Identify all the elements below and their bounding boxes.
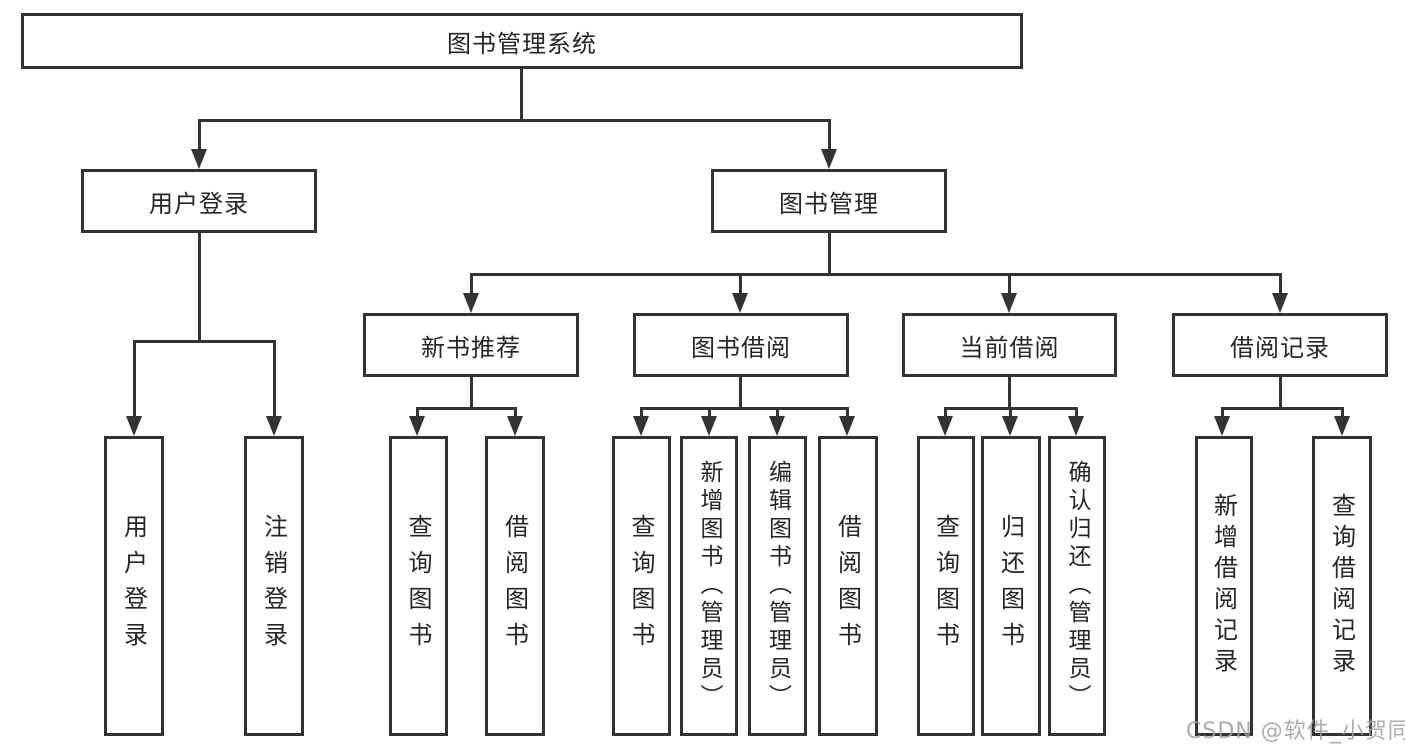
arrow-down-icon [701, 416, 717, 436]
leaf-label: 借阅图书 [500, 514, 529, 658]
node-label: 用户登录 [149, 189, 249, 218]
leaf-label: 借阅图书 [833, 514, 862, 658]
connector-leaf-drop [708, 407, 711, 420]
leaf-label: 确认归还（管理员） [1064, 460, 1090, 712]
arrow-down-icon [409, 416, 425, 436]
connector-root-stub [520, 69, 523, 119]
node-label: 新书推荐 [421, 333, 521, 362]
connector-to-current-borrow [1008, 273, 1011, 297]
connector-to-user-login [198, 119, 201, 153]
arrow-down-icon [1001, 293, 1017, 313]
connector-to-borrow-records [1279, 273, 1282, 297]
connector-leaf-drop [640, 407, 643, 420]
leaf-add-book-admin: 新增图书（管理员） [680, 436, 738, 736]
leaf-query-borrow-record: 查询借阅记录 [1312, 436, 1372, 736]
connector-borrow-records-stub [1279, 377, 1282, 407]
connector-to-new-book [470, 273, 473, 297]
connector-book-mgmt-stub [828, 233, 831, 273]
arrow-down-icon [1002, 416, 1018, 436]
leaf-label: 查询图书 [404, 514, 432, 658]
arrow-down-icon [937, 416, 953, 436]
connector-leaf-drop [776, 407, 779, 420]
leaf-label: 查询图书 [627, 514, 655, 658]
leaf-borrow-book: 借阅图书 [818, 436, 878, 736]
leaf-label: 注销登录 [259, 514, 288, 658]
arrow-down-icon [191, 149, 207, 169]
node-borrow-records: 借阅记录 [1172, 313, 1388, 377]
leaf-recommend-query-book: 查询图书 [389, 436, 448, 736]
connector-book-mgmt-rail [470, 273, 1281, 276]
connector-book-borrow-stub [739, 377, 742, 407]
arrow-down-icon [126, 416, 142, 436]
arrow-down-icon [1334, 416, 1350, 436]
connector-to-leaf-logout [273, 340, 276, 420]
arrow-down-icon [839, 416, 855, 436]
arrow-down-icon [769, 416, 785, 436]
connector-leaf-drop [846, 407, 849, 420]
leaf-label: 查询借阅记录 [1327, 493, 1356, 679]
connector-leaf-drop [1075, 407, 1078, 420]
leaf-label: 归还图书 [996, 514, 1025, 658]
node-book-borrow: 图书借阅 [633, 313, 849, 377]
arrow-down-icon [266, 416, 282, 436]
connector-leaf-drop [944, 407, 947, 420]
connector-leaf-drop [1221, 407, 1224, 420]
arrow-down-icon [1214, 416, 1230, 436]
node-label: 借阅记录 [1230, 333, 1330, 362]
leaf-label: 新增借阅记录 [1209, 493, 1238, 679]
connector-current-borrow-stub [1008, 377, 1011, 407]
node-label: 当前借阅 [959, 333, 1060, 362]
node-root-system: 图书管理系统 [21, 13, 1023, 69]
watermark-text: CSDN @软件_小贺同学 [1186, 719, 1405, 744]
connector-to-book-borrow [739, 273, 742, 297]
arrow-down-icon [821, 149, 837, 169]
connector-book-borrow-rail [640, 407, 849, 410]
arrow-down-icon [463, 293, 479, 313]
leaf-confirm-return-admin: 确认归还（管理员） [1048, 436, 1106, 736]
connector-borrow-records-rail [1221, 407, 1343, 410]
connector-l1-rail [198, 119, 831, 122]
node-label: 图书管理系统 [447, 29, 597, 58]
connector-leaf-drop [416, 407, 419, 420]
node-book-management: 图书管理 [711, 169, 947, 233]
leaf-label: 新增图书（管理员） [696, 460, 722, 712]
leaf-label: 用户登录 [119, 514, 148, 658]
connector-to-book-mgmt [828, 119, 831, 153]
arrow-down-icon [507, 416, 523, 436]
leaf-logout: 注销登录 [244, 436, 304, 736]
connector-user-login-rail [133, 340, 276, 343]
node-label: 图书管理 [779, 189, 879, 218]
node-current-borrow: 当前借阅 [902, 313, 1117, 377]
connector-leaf-drop [1341, 407, 1344, 420]
arrow-down-icon [1272, 293, 1288, 313]
arrow-down-icon [1068, 416, 1084, 436]
connector-new-book-stub [470, 377, 473, 407]
leaf-current-query-book: 查询图书 [917, 436, 975, 736]
leaf-add-borrow-record: 新增借阅记录 [1195, 436, 1253, 736]
connector-new-book-rail [416, 407, 517, 410]
connector-to-leaf-user-login [133, 340, 136, 420]
arrow-down-icon [732, 293, 748, 313]
node-user-login: 用户登录 [81, 169, 317, 233]
node-new-book-recommend: 新书推荐 [363, 313, 579, 377]
leaf-user-login: 用户登录 [104, 436, 164, 736]
leaf-borrow-query-book: 查询图书 [612, 436, 671, 736]
node-label: 图书借阅 [691, 333, 791, 362]
leaf-edit-book-admin: 编辑图书（管理员） [748, 436, 807, 736]
connector-leaf-drop [514, 407, 517, 420]
connector-user-login-stub [198, 233, 201, 340]
arrow-down-icon [633, 416, 649, 436]
leaf-recommend-borrow-book: 借阅图书 [485, 436, 545, 736]
leaf-label: 编辑图书（管理员） [764, 460, 791, 712]
leaf-label: 查询图书 [931, 514, 960, 658]
connector-leaf-drop [1009, 407, 1012, 420]
leaf-return-book: 归还图书 [981, 436, 1041, 736]
